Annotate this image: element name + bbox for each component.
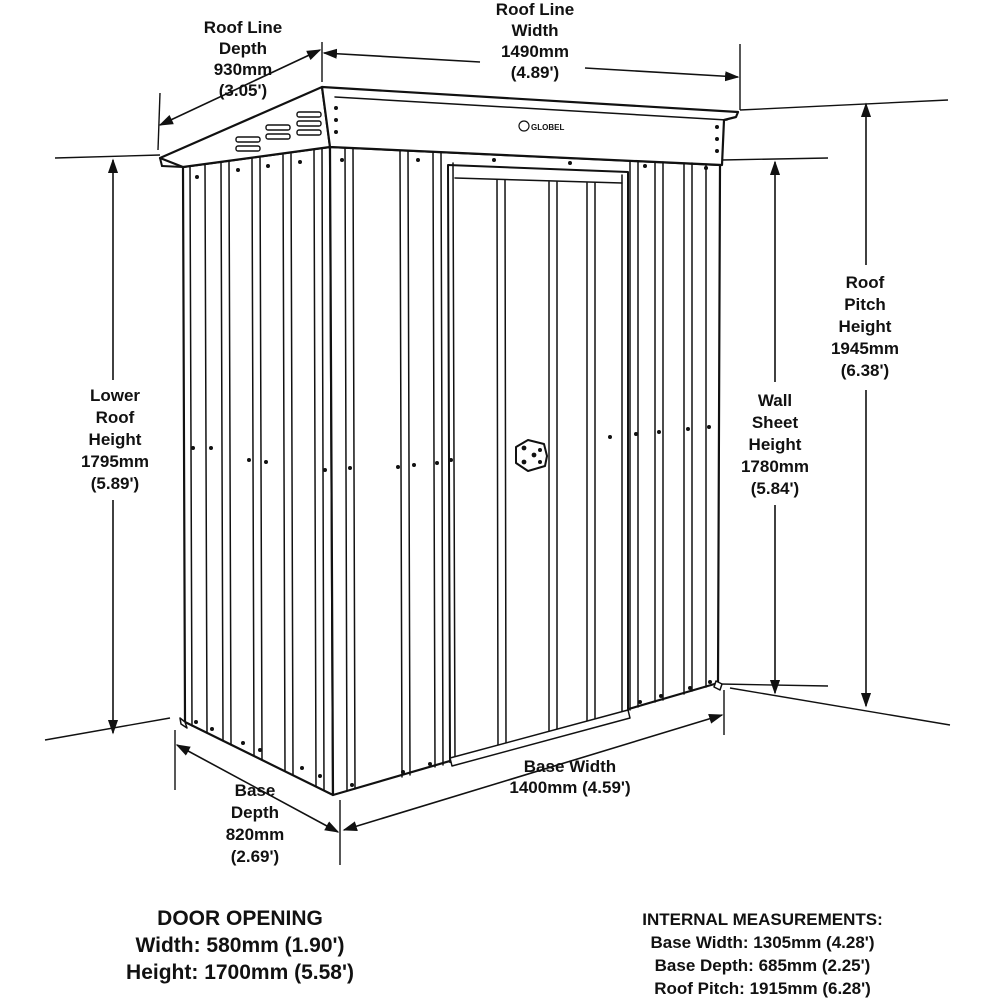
door-ribs: [496, 179, 596, 749]
internal-measurements-panel: INTERNAL MEASUREMENTS: Base Width: 1305m…: [610, 908, 915, 1000]
base-width-label: Base Width 1400mm (4.59'): [509, 757, 631, 797]
door-opening-width: Width: 580mm (1.90'): [135, 934, 345, 957]
roof-line-depth-label: Roof Line Depth 930mm (3.05'): [203, 18, 283, 100]
roof-line-width-arrow-right: [584, 67, 740, 82]
internal-base-width: Base Width: 1305mm (4.28'): [650, 933, 875, 952]
wall-sheet-height-label: Wall Sheet Height 1780mm (5.84'): [740, 391, 810, 498]
lower-roof-height-label: Lower Roof Height 1795mm (5.89'): [80, 386, 150, 493]
roof-line-width-arrow-left: [322, 48, 481, 63]
dimension-arrows: [107, 48, 872, 833]
front-wall-ribs: [344, 147, 707, 792]
side-wall-ribs: [189, 148, 325, 791]
brand-logo: GLOBEL: [518, 120, 564, 132]
door-handle-icon: [515, 439, 548, 472]
internal-base-depth: Base Depth: 685mm (2.25'): [654, 956, 871, 975]
shed-door: [447, 162, 631, 767]
roof-line-depth-arrow: [158, 49, 322, 126]
base-width-arrow: [342, 713, 724, 832]
roof-line-width-label: Roof Line Width 1490mm (4.89'): [495, 0, 575, 82]
door-opening-panel: DOOR OPENING Width: 580mm (1.90') Height…: [95, 905, 385, 986]
door-threshold: [449, 709, 631, 767]
base-depth-arrow: [175, 744, 340, 833]
roof-vents: [235, 111, 322, 152]
shed-illustration: GLOBEL: [158, 85, 740, 797]
roof-pitch-height-label: Roof Pitch Height 1945mm (6.38'): [830, 273, 900, 380]
door-opening-height: Height: 1700mm (5.58'): [126, 961, 354, 984]
internal-measurements-title: INTERNAL MEASUREMENTS:: [642, 910, 883, 929]
door-opening-title: DOOR OPENING: [157, 907, 323, 930]
internal-roof-pitch: Roof Pitch: 1915mm (6.28'): [654, 979, 871, 998]
rivets: [191, 106, 719, 787]
base-depth-label: Base Depth 820mm (2.69'): [225, 781, 285, 866]
logo-text: GLOBEL: [531, 123, 564, 132]
